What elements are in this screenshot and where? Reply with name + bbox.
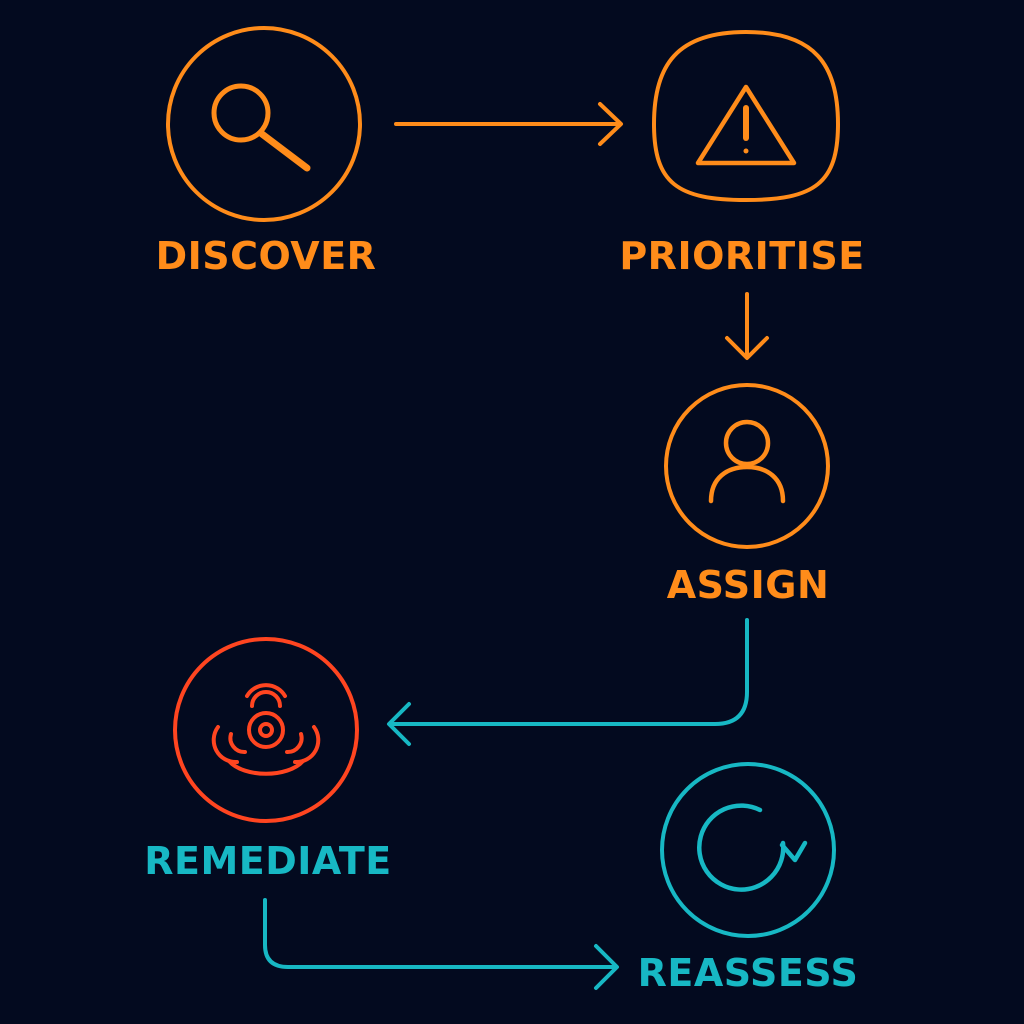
assign-label: ASSIGN xyxy=(666,563,830,607)
arrow-assign-to-remediate xyxy=(387,618,749,746)
reassess-circle xyxy=(660,762,836,938)
magnifying-glass-icon xyxy=(211,83,311,172)
user-icon xyxy=(708,419,786,504)
remediate-node xyxy=(173,637,359,823)
discover-circle xyxy=(166,26,362,222)
assign-circle xyxy=(664,383,830,549)
reassess-label: REASSESS xyxy=(637,951,859,995)
assign-node xyxy=(664,383,830,549)
biohazard-icon xyxy=(211,683,321,776)
prioritise-node xyxy=(651,29,841,203)
arrow-remediate-to-reassess xyxy=(263,898,619,990)
discover-node xyxy=(166,26,362,222)
prioritise-label: PRIORITISE xyxy=(619,234,865,278)
arrow-discover-to-prioritise xyxy=(394,102,623,146)
warning-triangle-icon xyxy=(695,84,797,166)
refresh-icon xyxy=(697,803,808,892)
remediate-label: REMEDIATE xyxy=(144,839,392,883)
discover-label: DISCOVER xyxy=(155,234,377,278)
remediate-circle xyxy=(173,637,359,823)
arrow-prioritise-to-assign xyxy=(725,292,769,360)
reassess-node xyxy=(660,762,836,938)
prioritise-squircle xyxy=(651,29,841,203)
